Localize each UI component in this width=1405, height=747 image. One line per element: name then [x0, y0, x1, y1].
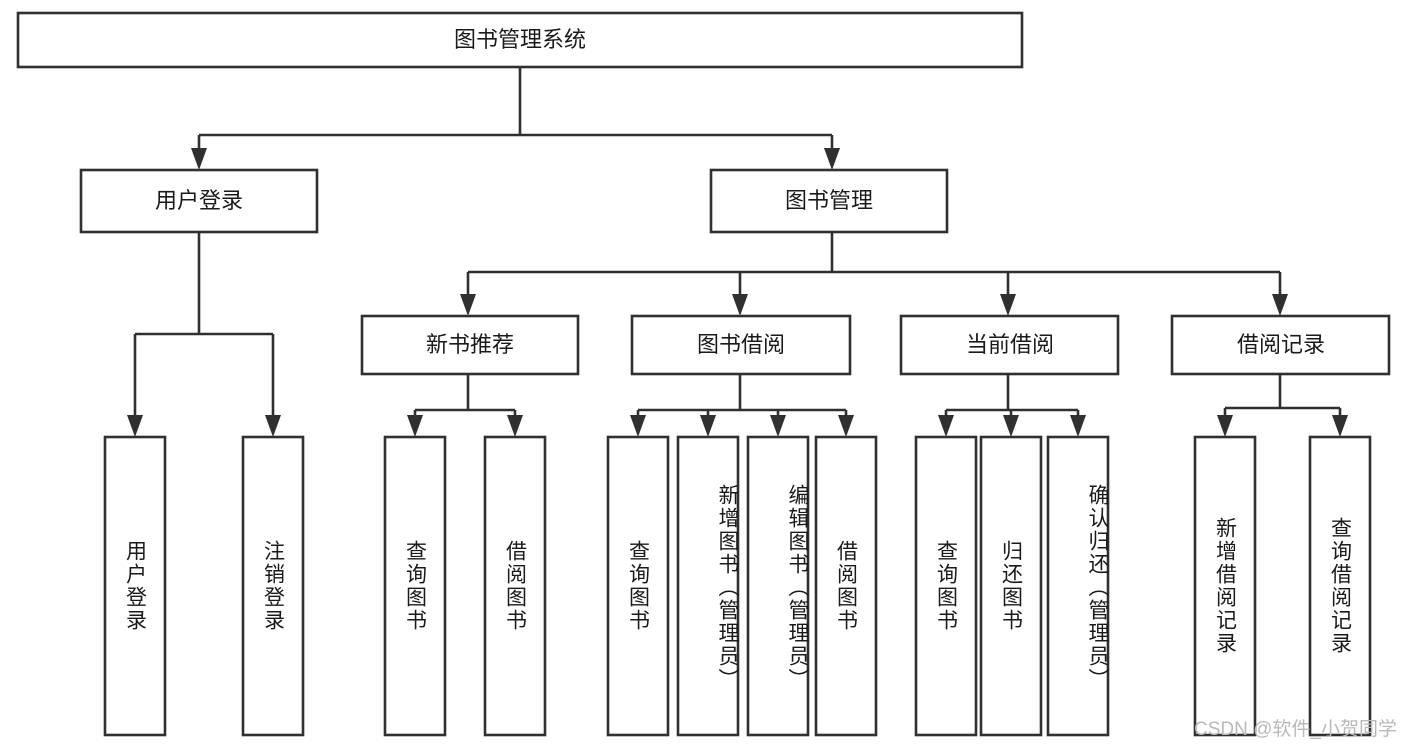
node-leaf-query-book-2-box[interactable]	[606, 435, 670, 737]
arrow-head-new-book-recommend	[460, 294, 476, 316]
arrow-head-book-borrow	[732, 294, 748, 316]
node-book-borrow-label: 图书借阅	[697, 332, 785, 357]
node-current-borrow-label: 当前借阅	[966, 332, 1054, 357]
node-current-borrow-box[interactable]	[899, 314, 1120, 376]
node-borrow-record-box[interactable]	[1170, 314, 1391, 376]
node-leaf-user-login-box[interactable]	[103, 435, 167, 737]
node-leaf-user-logout-box[interactable]	[241, 435, 305, 737]
arrow-head-leaf-query-book-3	[938, 415, 954, 437]
node-leaf-query-book-1-box[interactable]	[383, 435, 447, 737]
node-leaf-confirm-return-box[interactable]	[1046, 435, 1110, 737]
node-user-login[interactable]: 用户登录	[79, 168, 319, 234]
node-leaf-query-record-box[interactable]	[1308, 435, 1372, 737]
node-new-book-recommend-box[interactable]	[360, 314, 580, 376]
arrow-head-leaf-user-login	[127, 415, 143, 437]
node-book-borrow[interactable]: 图书借阅	[630, 314, 852, 376]
arrow-head-user-login	[191, 148, 207, 170]
node-new-book-recommend-label: 新书推荐	[426, 332, 514, 357]
arrow-head-leaf-return-book	[1003, 415, 1019, 437]
node-user-login-label: 用户登录	[155, 188, 243, 213]
connector-user-login-to-leaves	[127, 232, 281, 437]
connector-new-book-recommend-to-leaves	[407, 374, 523, 437]
arrow-head-leaf-borrow-book-2	[838, 415, 854, 437]
node-borrow-record-label: 借阅记录	[1237, 332, 1325, 357]
node-leaf-query-book-3-box[interactable]	[914, 435, 978, 737]
arrow-head-borrow-record	[1272, 294, 1288, 316]
node-book-management[interactable]: 图书管理	[709, 168, 949, 234]
node-new-book-recommend[interactable]: 新书推荐	[360, 314, 580, 376]
node-leaf-edit-book-box[interactable]	[746, 435, 810, 737]
node-leaf-return-book-box[interactable]	[979, 435, 1043, 737]
node-book-borrow-box[interactable]	[630, 314, 852, 376]
node-leaf-borrow-book-2-box[interactable]	[814, 435, 878, 737]
arrow-head-leaf-add-record	[1217, 415, 1233, 437]
connector-current-borrow-to-leaves	[938, 374, 1086, 437]
arrow-head-leaf-edit-book	[770, 415, 786, 437]
arrow-head-leaf-query-book-2	[630, 415, 646, 437]
node-book-management-label: 图书管理	[785, 188, 873, 213]
connector-root-to-level2	[191, 67, 840, 170]
node-user-login-box[interactable]	[79, 168, 319, 234]
node-leaf-borrow-book-1-box[interactable]	[483, 435, 547, 737]
node-root-box[interactable]	[16, 11, 1024, 69]
arrow-head-current-borrow	[1000, 294, 1016, 316]
arrow-head-leaf-query-book-1	[407, 415, 423, 437]
arrow-head-leaf-confirm-return	[1070, 415, 1086, 437]
arrow-head-leaf-user-logout	[265, 415, 281, 437]
node-leaf-add-record-box[interactable]	[1193, 435, 1257, 737]
node-root-label: 图书管理系统	[454, 27, 586, 52]
arrow-head-leaf-borrow-book-1	[507, 415, 523, 437]
csdn-watermark: CSDN @软件_小贺同学	[1194, 719, 1397, 740]
node-borrow-record[interactable]: 借阅记录	[1170, 314, 1391, 376]
node-root[interactable]: 图书管理系统	[16, 11, 1024, 69]
arrow-head-book-management	[824, 148, 840, 170]
node-book-management-box[interactable]	[709, 168, 949, 234]
connector-book-borrow-to-leaves	[630, 374, 854, 437]
node-leaf-add-book-box[interactable]	[676, 435, 740, 737]
arrow-head-leaf-query-record	[1332, 415, 1348, 437]
connector-borrow-record-to-leaves	[1217, 374, 1348, 437]
node-current-borrow[interactable]: 当前借阅	[899, 314, 1120, 376]
connector-book-management-to-level3	[460, 232, 1288, 316]
arrow-head-leaf-add-book	[700, 415, 716, 437]
